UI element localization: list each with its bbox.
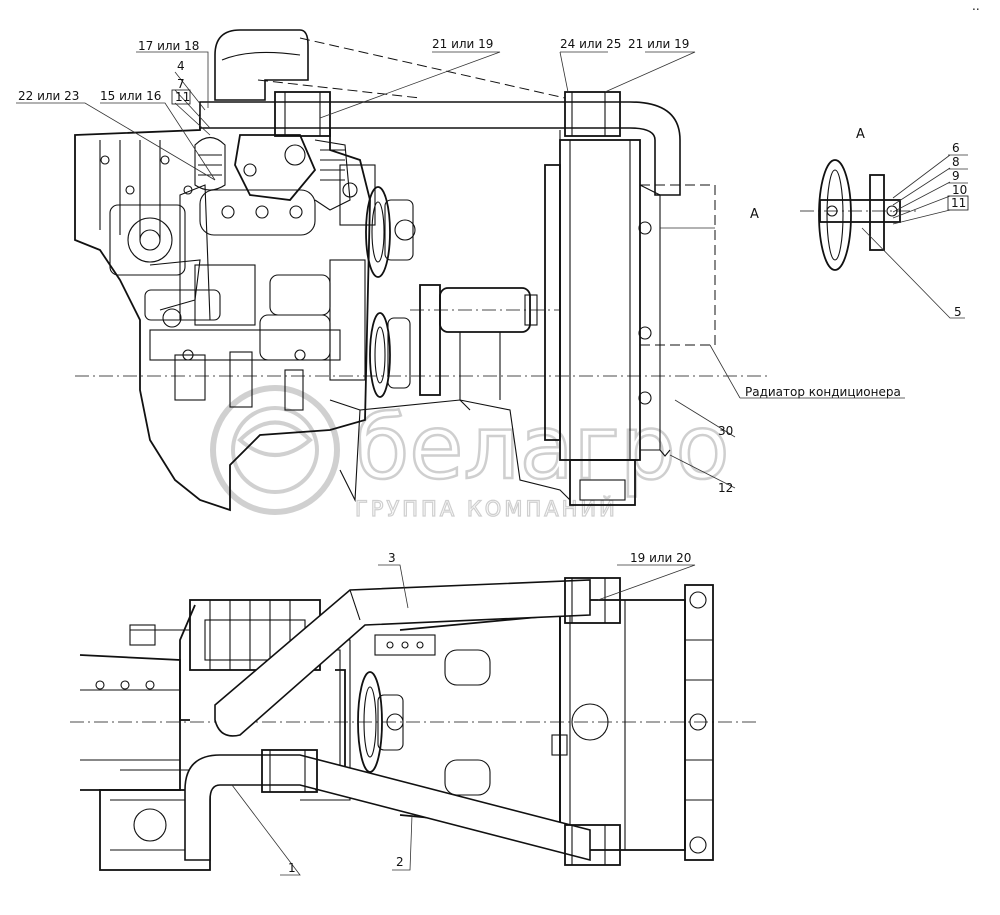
callout-2: 2 (396, 855, 404, 869)
callout-15-or-16: 15 или 16 (100, 89, 161, 103)
engine-block (74, 114, 371, 512)
callout-3: 3 (388, 551, 396, 565)
callout-11-left: 11 (175, 90, 190, 104)
watermark-subtitle: ГРУППА КОМПАНИЙ (355, 496, 618, 521)
callout-radiator-ac: Радиатор кондиционера (745, 385, 901, 399)
bottom-view (70, 564, 760, 876)
callout-8: 8 (952, 155, 960, 169)
callout-10: 10 (952, 183, 967, 197)
callout-22-or-23: 22 или 23 (18, 89, 79, 103)
upper-pipes (199, 29, 681, 196)
watermark: белагро ГРУППА КОМПАНИЙ (210, 385, 731, 522)
callout-1: 1 (288, 861, 296, 875)
callout-7: 7 (177, 77, 185, 91)
callout-21-or-19-right: 21 или 19 (628, 37, 689, 51)
callout-11-left-box (171, 89, 191, 105)
fan-drive (329, 284, 571, 503)
callout-24-or-25: 24 или 25 (560, 37, 621, 51)
fan-pulley (365, 186, 416, 398)
leader-lines-top (16, 51, 965, 489)
top-view (16, 29, 965, 512)
pipes-plan (184, 577, 621, 866)
corner-mark: .. (972, 0, 980, 13)
ac-radiator (638, 184, 716, 457)
leader-lines-bottom (231, 564, 696, 876)
watermark-brand: белагро (355, 396, 730, 499)
callout-12: 12 (718, 481, 733, 495)
radiator-plan (374, 584, 714, 861)
callout-17-or-18: 17 или 18 (138, 39, 199, 53)
callout-30: 30 (718, 424, 733, 438)
callout-11-right-box (947, 195, 969, 211)
section-title: A (856, 127, 865, 142)
callout-9: 9 (952, 169, 960, 183)
callout-4: 4 (177, 59, 185, 73)
callout-11-right: 11 (951, 196, 966, 210)
thermostat-bracket (194, 134, 376, 226)
callout-labels: .. A A 17 или 18 21 или 19 24 или 25 21 … (18, 0, 980, 875)
detail-a (800, 159, 920, 271)
radiator (544, 130, 641, 506)
callout-21-or-19-top: 21 или 19 (432, 37, 493, 51)
callout-6: 6 (952, 141, 960, 155)
watermark-logo-icon (210, 385, 340, 515)
callout-5: 5 (954, 305, 962, 319)
view-marker-a: A (750, 207, 759, 222)
callout-19-or-20: 19 или 20 (630, 551, 691, 565)
fan-pulley-plan (335, 669, 404, 781)
